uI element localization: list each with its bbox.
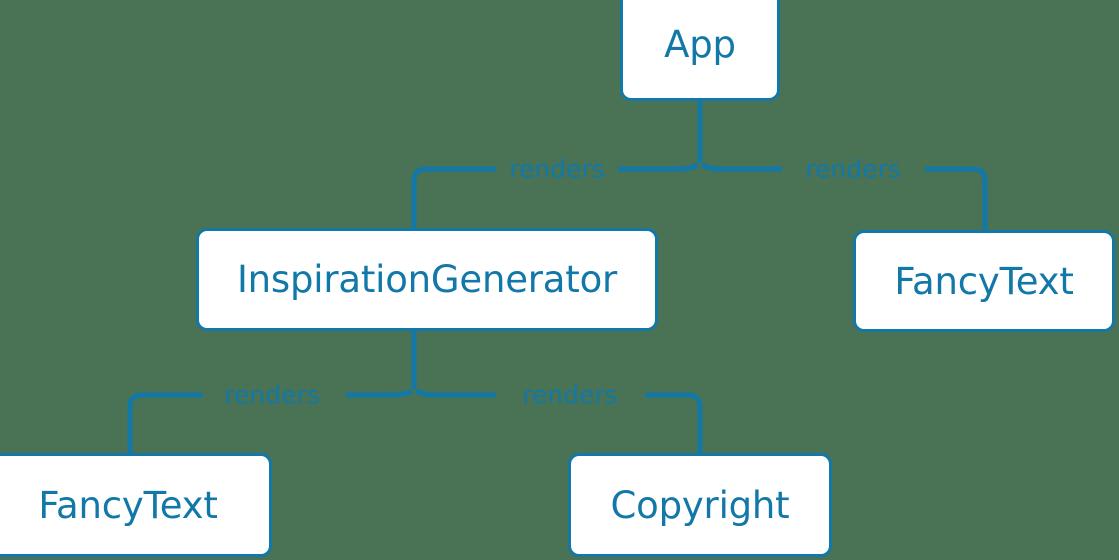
- edge-app-to-inspiration-generator: [618, 162, 700, 172]
- edge-app-to-fancytext-right-tail: [925, 166, 988, 231]
- node-copyright[interactable]: Copyright: [568, 453, 832, 557]
- edge-app-to-inspiration-generator-tail: [411, 166, 496, 228]
- node-fancytext-left[interactable]: FancyText: [0, 453, 272, 557]
- node-fancytext-left-label: FancyText: [38, 483, 218, 527]
- node-app[interactable]: App: [620, 0, 780, 101]
- edge-label-inspiration-generator-to-copyright: renders: [522, 380, 618, 410]
- node-app-label: App: [664, 23, 736, 66]
- edge-inspiration-generator-to-fancytext-left-tail: [127, 392, 203, 453]
- node-inspiration-generator[interactable]: InspirationGenerator: [196, 228, 658, 331]
- edge-label-app-to-fancytext-right: renders: [805, 154, 901, 184]
- edge-inspiration-generator-to-fancytext-left: [346, 388, 414, 398]
- edge-inspiration-generator-to-copyright-tail: [645, 392, 703, 453]
- edge-label-app-to-inspiration-generator: renders: [509, 154, 605, 184]
- edge-label-inspiration-generator-to-fancytext-left: renders: [224, 380, 320, 410]
- node-fancytext-right[interactable]: FancyText: [853, 230, 1115, 332]
- node-fancytext-right-label: FancyText: [894, 259, 1074, 303]
- node-copyright-label: Copyright: [610, 483, 790, 527]
- node-inspiration-generator-label: InspirationGenerator: [236, 258, 618, 301]
- edge-inspiration-generator-to-copyright: [414, 388, 496, 398]
- edge-app-to-fancytext-right: [700, 162, 782, 172]
